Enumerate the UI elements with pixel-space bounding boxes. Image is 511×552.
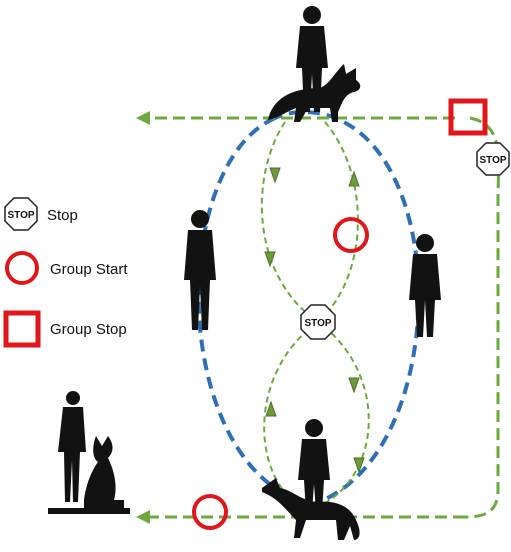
- legend: STOP Stop Group Start Group Stop: [3, 197, 128, 348]
- legend-group-stop-label: Group Stop: [50, 321, 127, 338]
- legend-stop-label: Stop: [47, 207, 78, 224]
- person-right: [409, 234, 441, 337]
- direction-arrow: [269, 167, 281, 184]
- direction-arrow: [264, 251, 276, 268]
- person-left: [184, 210, 216, 330]
- legend-group-start-icon: [5, 251, 39, 285]
- direction-arrow: [348, 377, 360, 394]
- legend-group-start-label: Group Start: [50, 261, 128, 278]
- dog-top: [268, 64, 361, 122]
- group-start-marker-bottom: [192, 494, 228, 530]
- right-return-path: [464, 116, 501, 519]
- person-with-dog-cutout: [48, 391, 130, 514]
- direction-arrow: [348, 170, 360, 187]
- stop-sign-right: STOP: [476, 142, 510, 176]
- legend-stop-icon: STOP: [4, 197, 38, 231]
- person-bottom: [298, 419, 330, 512]
- stop-sign-center: STOP: [300, 304, 336, 340]
- inner-figure-eight-path-b: [263, 121, 359, 506]
- top-exit-arrowhead: [136, 111, 150, 125]
- group-start-marker-center: [333, 217, 369, 253]
- bottom-entry-arrowhead: [136, 510, 150, 524]
- legend-group-stop-icon: [3, 310, 41, 348]
- svg-text:STOP: STOP: [479, 155, 506, 166]
- group-stop-marker: [448, 98, 488, 136]
- dog-bottom: [262, 478, 360, 540]
- direction-arrow: [353, 457, 365, 474]
- direction-arrow: [265, 400, 277, 417]
- svg-text:STOP: STOP: [304, 318, 331, 329]
- svg-text:STOP: STOP: [7, 210, 34, 221]
